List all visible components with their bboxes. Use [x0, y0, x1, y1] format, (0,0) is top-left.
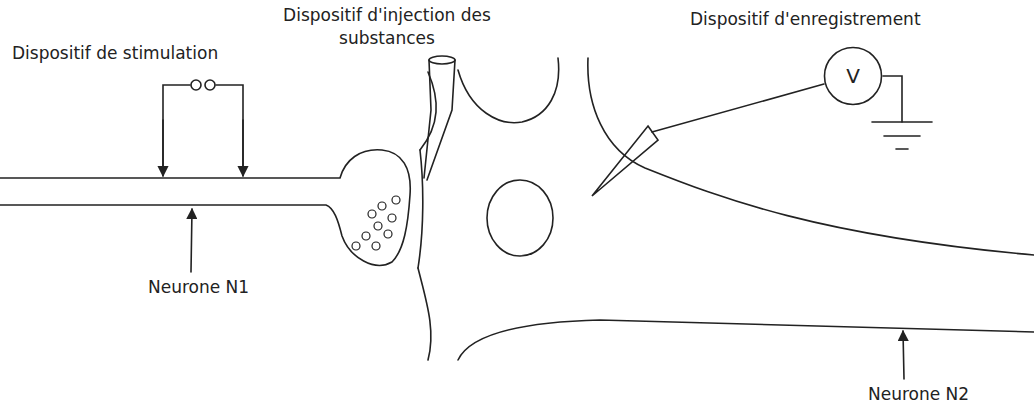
- circle-outline: [825, 48, 882, 105]
- label: Neurone N1: [148, 276, 249, 299]
- vesicles: [352, 196, 400, 250]
- injection-pipette: [424, 56, 455, 180]
- neuron-n1: [0, 150, 410, 266]
- voltmeter-circle: V: [823, 46, 883, 106]
- recording-electrode: [592, 76, 932, 196]
- neuron-n2: [418, 58, 1034, 360]
- stimulator: [163, 80, 243, 176]
- label: Dispositif d'injection des substances: [272, 4, 502, 50]
- leader-arrow: [903, 331, 904, 379]
- meter-symbol: V: [846, 64, 860, 88]
- leader-arrow: [191, 209, 192, 272]
- label: Dispositif d'enregistrement: [690, 8, 921, 31]
- label: Dispositif de stimulation: [12, 42, 218, 65]
- label: Neurone N2: [868, 383, 969, 406]
